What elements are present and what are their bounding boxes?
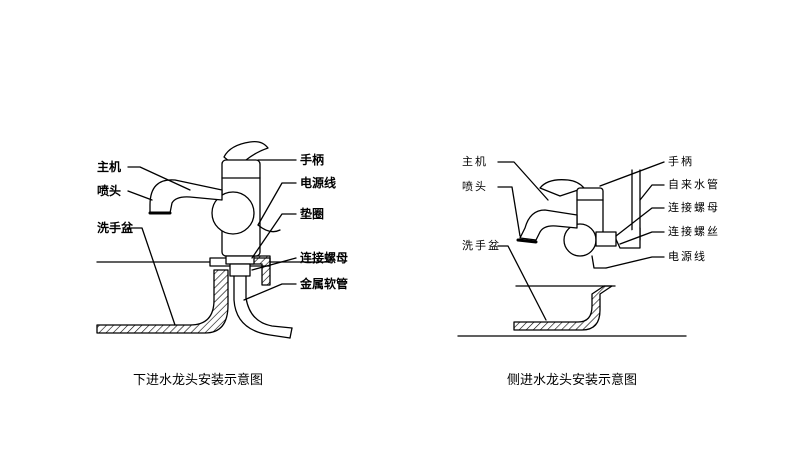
left-power-cord: [257, 224, 281, 233]
right-connecting-nut: [595, 231, 617, 247]
label-left-main-unit: 主机: [97, 160, 122, 174]
label-right-water-pipe: 自来水管: [668, 178, 720, 191]
left-diagram-drawing: [96, 140, 331, 339]
leader-right-handle: [599, 161, 665, 187]
label-left-handle: 手柄: [300, 153, 325, 167]
label-right-main-unit: 主机: [462, 155, 488, 168]
right-heater-sphere: [563, 223, 597, 257]
left-spout-shape: [149, 179, 223, 214]
left-faucet-body: [148, 140, 269, 277]
label-right-handle: 手柄: [668, 155, 694, 168]
leader-left-basin: [127, 227, 176, 326]
label-right-power-cord: 电源线: [668, 250, 707, 263]
left-basin-wall: [96, 269, 229, 334]
leader-right-connecting-thread: [619, 231, 665, 245]
leader-left-power-cord: [257, 182, 297, 226]
leader-right-power-cord: [605, 256, 665, 269]
label-right-spout: 喷头: [462, 180, 488, 193]
label-right-basin: 洗手盆: [462, 239, 501, 252]
leader-left-gasket: [251, 213, 297, 259]
caption-left: 下进水龙头安装示意图: [133, 373, 264, 388]
label-left-power-cord: 电源线: [300, 176, 337, 190]
label-left-spout: 喷头: [97, 184, 122, 198]
right-spout-shape: [519, 209, 578, 241]
leader-left-main-unit: [127, 166, 191, 191]
leader-right-water-pipe: [639, 184, 665, 201]
right-handle-shape: [539, 179, 585, 197]
label-left-connecting-nut: 连接螺母: [300, 251, 349, 265]
label-right-connecting-nut: 连接螺母: [668, 201, 720, 214]
leader-left-connecting-nut: [251, 257, 297, 271]
label-left-metal-hose: 金属软管: [300, 277, 349, 291]
left-metal-hose: [233, 275, 291, 339]
label-left-gasket: 垫圈: [300, 207, 325, 221]
leader-right-basin: [497, 245, 547, 321]
left-heater-sphere: [211, 191, 255, 235]
leader-left-spout: [127, 190, 153, 201]
right-power-cord: [591, 255, 607, 269]
leader-right-spout: [497, 186, 521, 237]
left-handle-shape: [223, 140, 269, 163]
leader-left-metal-hose: [243, 283, 297, 301]
label-left-basin: 洗手盆: [97, 221, 134, 235]
right-basin-wall: [513, 285, 613, 331]
left-base-nut: [225, 255, 255, 265]
right-diagram-drawing: [457, 161, 687, 337]
label-right-connecting-thread: 连接螺丝: [668, 225, 720, 238]
leader-right-connecting-nut: [615, 207, 665, 237]
leader-right-main-unit: [497, 161, 549, 201]
right-faucet-body: [516, 179, 617, 257]
caption-right: 侧进水龙头安装示意图: [507, 373, 638, 388]
left-connecting-nut: [229, 263, 251, 277]
